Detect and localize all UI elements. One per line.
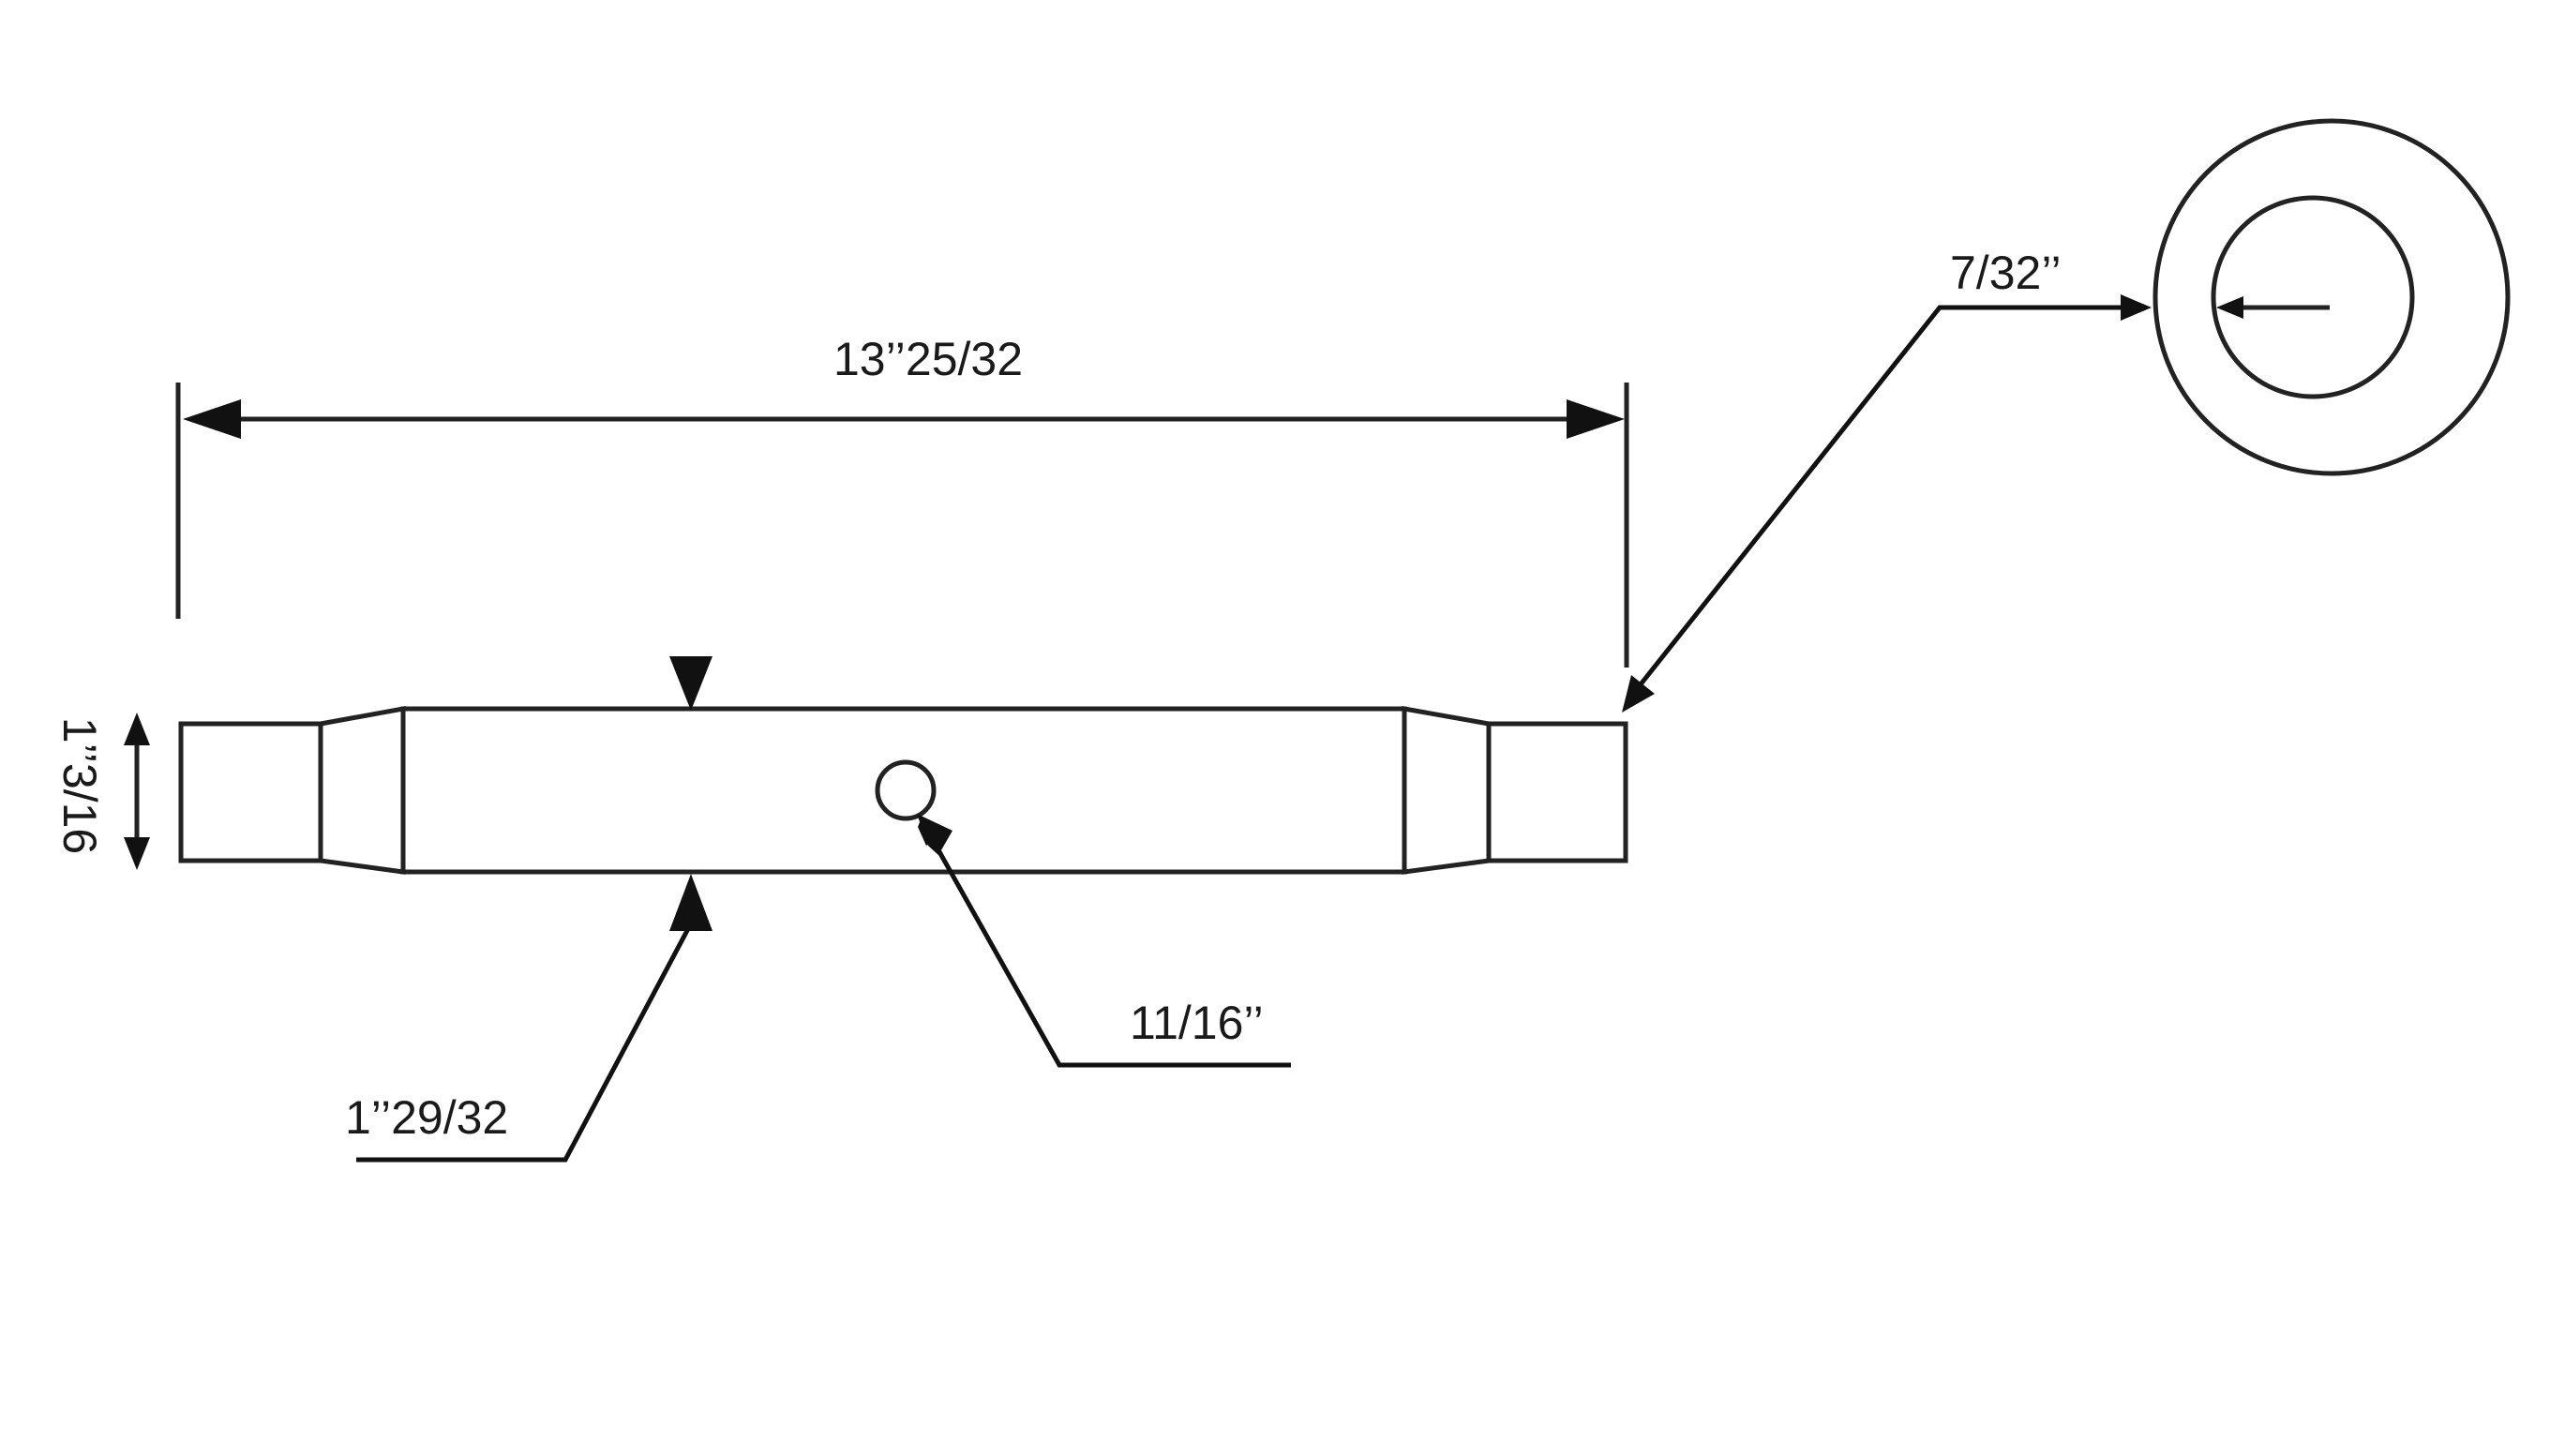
wall-thickness-label: 7/32’’ [1950,247,2062,299]
hole-diameter-label: 11/16’’ [1130,997,1264,1049]
overall-length-label: 13’’25/32 [833,333,1023,385]
end-view-inner-circle [2211,195,2415,399]
diameter-leader [356,922,694,1163]
wall-thickness-leader [1631,305,2128,696]
diameter-arrowhead-top [669,656,712,711]
hole-diameter-dimension: 11/16’’ [917,814,1291,1068]
body-diameter-label: 1’’29/32 [345,1091,508,1144]
overall-length-dimension: 13’’25/32 [175,333,1629,668]
body-diameter-dimension: 1’’29/32 [345,656,712,1163]
end-height-dimension: 1’’3/16 [53,713,150,870]
end-height-label: 1’’3/16 [53,717,106,854]
left-taper [318,706,406,875]
arrowhead-right [1567,399,1625,439]
hole-leader [935,847,1291,1068]
wall-thickness-dimension: 7/32’’ [1622,247,2152,713]
cross-hole [875,759,937,821]
hole-arrowhead-fill [917,814,952,855]
right-taper [1402,706,1492,875]
wall-leader-arrowhead-end [2121,294,2152,321]
arrowhead-left [183,399,241,439]
end-view [2152,118,2511,476]
wall-leader-arrowhead-start [1622,675,1655,713]
part-side-view [178,706,1628,875]
right-end-sleeve [1486,721,1628,863]
height-arrowhead-bottom [124,837,150,870]
diameter-arrowhead-bottom [669,874,712,931]
height-arrowhead-top [124,713,150,745]
left-end-sleeve [178,721,323,863]
inner-pointer-arrowhead [2216,296,2243,319]
